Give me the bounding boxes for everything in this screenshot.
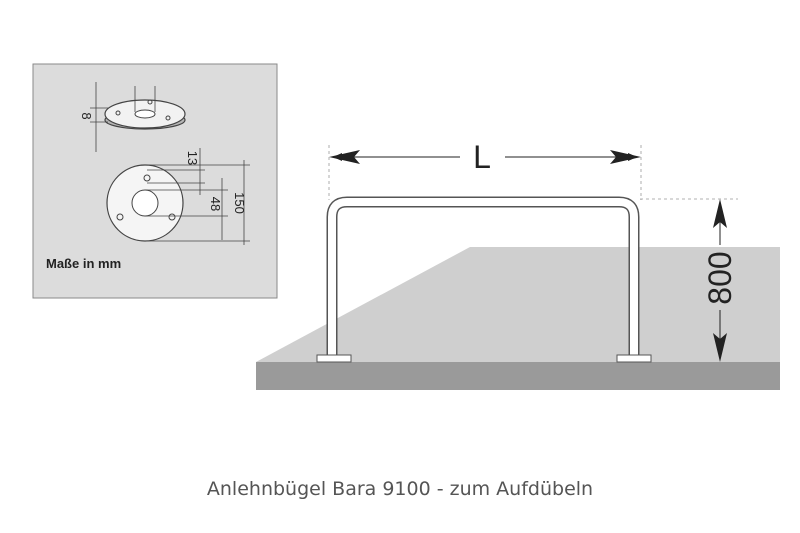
bike-stand-bar — [316, 196, 652, 363]
product-caption: Anlehnbügel Bara 9100 - zum Aufdübeln — [206, 478, 594, 500]
right-foot-plate — [616, 354, 652, 363]
length-label: L — [473, 139, 491, 175]
units-label: Maße in mm — [46, 256, 121, 271]
length-dimension: L — [328, 139, 642, 200]
height-dimension: 800 — [640, 198, 738, 362]
ground-surface — [256, 247, 780, 390]
dimension-bore-label: 48 — [208, 197, 223, 211]
dimension-inset: 8 13 48 150 Maße in mm — [32, 63, 278, 299]
dimension-thickness-label: 8 — [79, 112, 94, 119]
height-label: 800 — [702, 251, 738, 304]
dimension-diameter-label: 150 — [232, 192, 247, 214]
base-plate-side-view: 8 — [79, 82, 186, 152]
dimension-hole-label: 13 — [185, 151, 200, 165]
base-plate-top-view: 13 48 150 — [106, 148, 250, 245]
left-foot-plate — [316, 354, 352, 363]
